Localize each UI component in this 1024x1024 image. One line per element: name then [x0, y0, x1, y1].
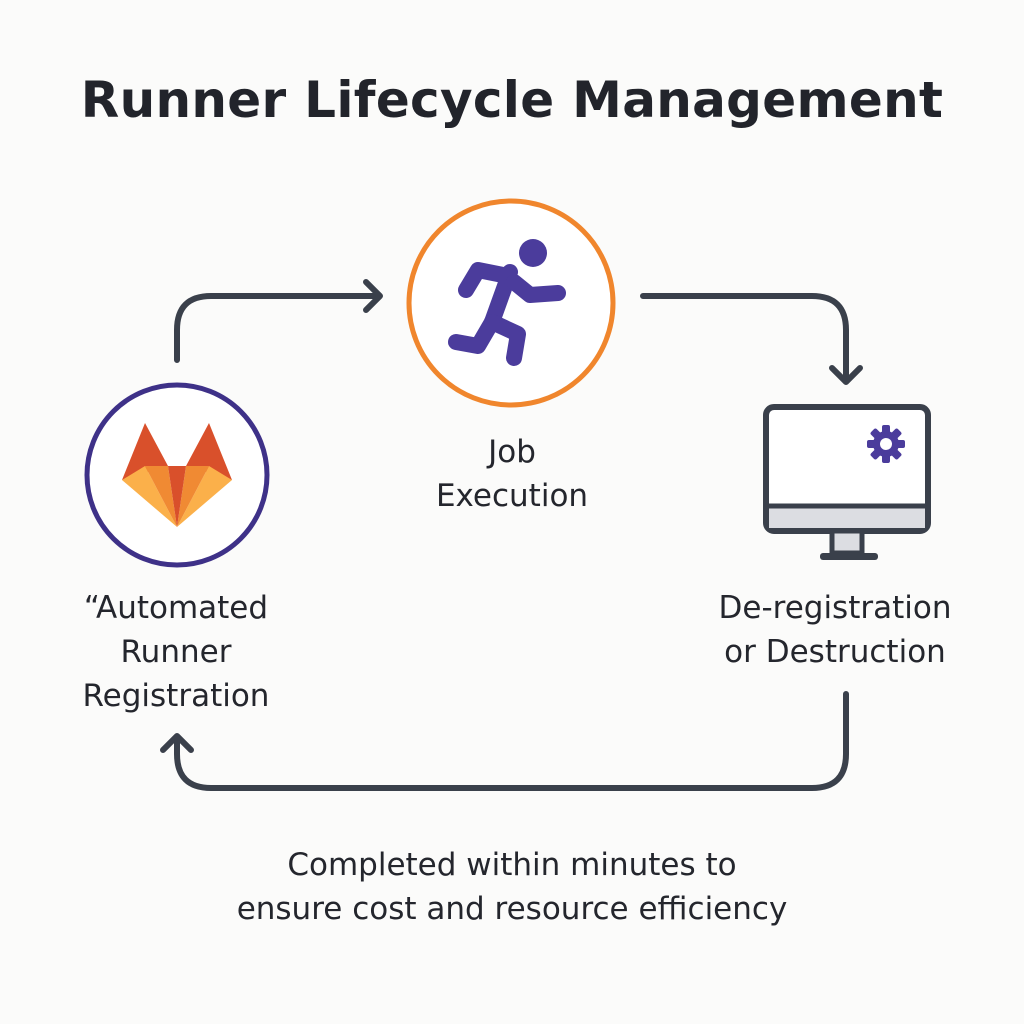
footer-note: Completed within minutes to ensure cost …	[236, 847, 788, 927]
arrow-job-to-deregistration	[640, 293, 863, 385]
monitor-gear-icon	[763, 404, 931, 560]
arrow-deregistration-to-registration	[160, 691, 849, 791]
running-person-icon	[448, 239, 566, 366]
deregistration-node	[763, 404, 931, 560]
deregistration-label: De-registration or Destruction	[718, 590, 952, 670]
registration-node	[84, 382, 270, 568]
job-execution-node	[406, 198, 616, 408]
gear-icon	[867, 425, 905, 463]
job-execution-label: Job Execution	[435, 434, 589, 514]
arrow-registration-to-job	[174, 279, 383, 363]
registration-label: “Automated Runner Registration	[82, 590, 270, 714]
gitlab-fox-logo-icon	[122, 423, 232, 527]
page-title: Runner Lifecycle Management	[80, 71, 944, 129]
